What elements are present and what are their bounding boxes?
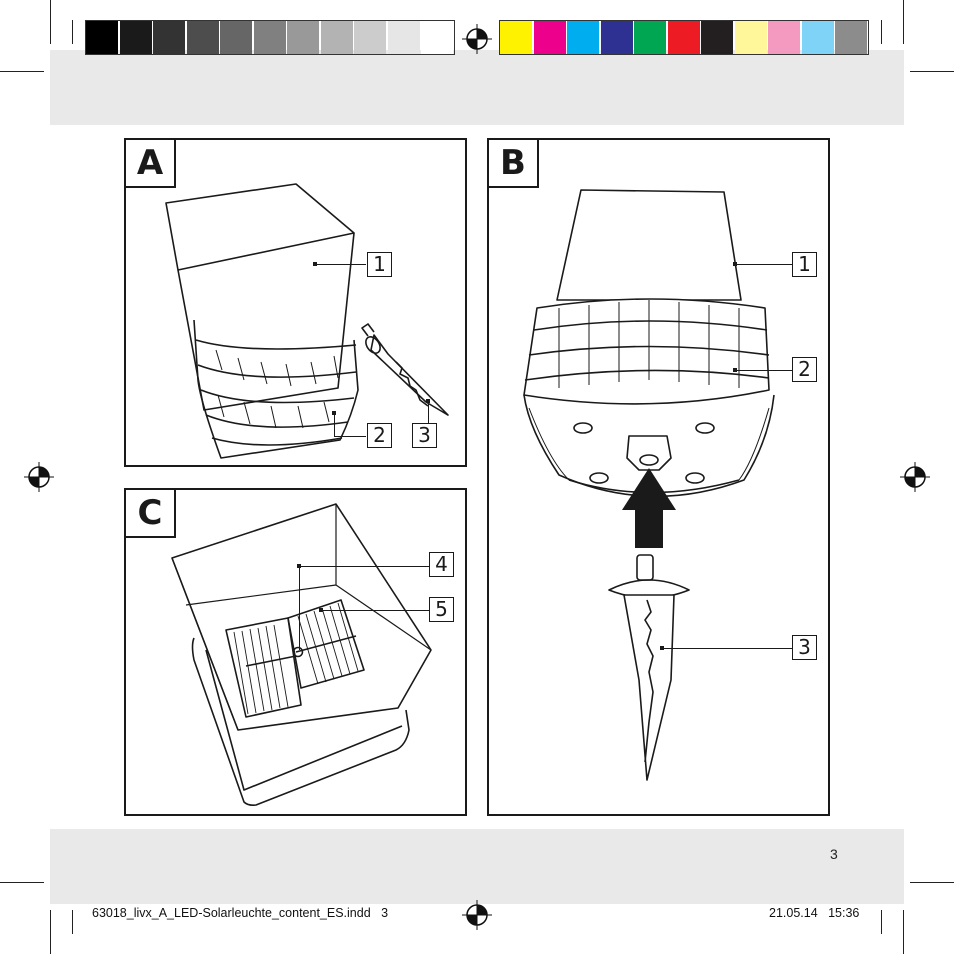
callout-2: 2 bbox=[367, 423, 392, 448]
slug-date: 21.05.14 15:36 bbox=[769, 906, 860, 920]
registration-mark-icon bbox=[900, 462, 930, 492]
header-band bbox=[50, 50, 904, 125]
grayscale-swatch bbox=[220, 21, 252, 54]
panel-b-label-box: B bbox=[487, 138, 539, 188]
registration-mark-icon bbox=[24, 462, 54, 492]
lamp-solar-panel-illustration bbox=[171, 503, 432, 806]
footer-band bbox=[50, 829, 904, 904]
color-swatch bbox=[634, 21, 666, 54]
page-number: 3 bbox=[830, 846, 838, 862]
panel-a-label-box: A bbox=[124, 138, 176, 188]
panel-c-letter: C bbox=[137, 493, 163, 533]
callout-3: 3 bbox=[792, 635, 817, 660]
slug-filename: 63018_livx_A_LED-Solarleuchte_content_ES… bbox=[92, 906, 389, 920]
grayscale-swatch bbox=[421, 21, 453, 54]
callout-5: 5 bbox=[429, 597, 454, 622]
color-swatch bbox=[500, 21, 532, 54]
panel-b: B 1 2 3 bbox=[487, 138, 830, 816]
panel-c-label-box: C bbox=[124, 488, 176, 538]
callout-1: 1 bbox=[792, 252, 817, 277]
grayscale-swatch bbox=[86, 21, 118, 54]
callout-2: 2 bbox=[792, 357, 817, 382]
color-swatch bbox=[835, 21, 867, 54]
panel-c: C 4 5 bbox=[124, 488, 467, 816]
panel-a-letter: A bbox=[136, 143, 164, 183]
grayscale-swatch bbox=[354, 21, 386, 54]
callout-1: 1 bbox=[367, 252, 392, 277]
registration-mark-icon bbox=[462, 24, 492, 54]
lamp-side-view-illustration bbox=[165, 183, 449, 459]
color-swatch bbox=[768, 21, 800, 54]
color-swatch bbox=[801, 21, 834, 54]
registration-mark-icon bbox=[462, 900, 492, 930]
grayscale-swatch bbox=[320, 21, 353, 54]
color-frame bbox=[499, 20, 869, 55]
color-swatch bbox=[667, 21, 700, 54]
color-swatch bbox=[533, 21, 566, 54]
color-swatch bbox=[600, 21, 633, 54]
grayscale-frame bbox=[85, 20, 455, 55]
color-swatch bbox=[567, 21, 599, 54]
lamp-stake-assembly-illustration bbox=[523, 189, 775, 781]
grayscale-swatch bbox=[153, 21, 185, 54]
callout-3: 3 bbox=[412, 423, 437, 448]
color-swatch bbox=[701, 21, 733, 54]
grayscale-swatch bbox=[253, 21, 286, 54]
callout-4: 4 bbox=[429, 552, 454, 577]
grayscale-swatch bbox=[119, 21, 152, 54]
grayscale-swatch bbox=[287, 21, 319, 54]
grayscale-swatch bbox=[186, 21, 219, 54]
grayscale-swatch bbox=[387, 21, 420, 54]
panel-a: A 1 2 3 bbox=[124, 138, 467, 467]
color-swatch bbox=[734, 21, 767, 54]
panel-b-letter: B bbox=[500, 143, 526, 183]
